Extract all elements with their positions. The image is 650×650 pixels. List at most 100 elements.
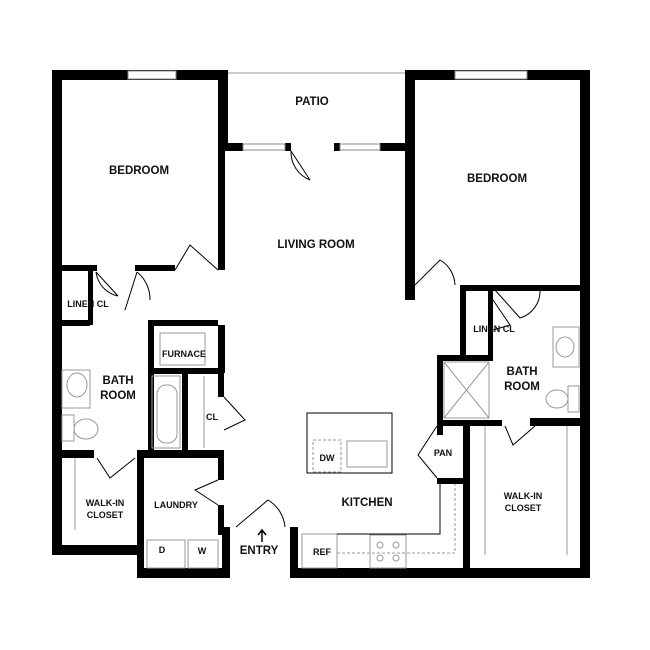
wall-shower-top bbox=[437, 355, 493, 361]
bath-right-door[interactable] bbox=[494, 289, 541, 319]
furnace-unit bbox=[159, 332, 206, 366]
sink-basin-right bbox=[555, 336, 575, 358]
bathtub-basin bbox=[156, 384, 178, 444]
closet-door[interactable] bbox=[223, 396, 246, 431]
window bbox=[127, 70, 177, 80]
wall-tub-right bbox=[182, 372, 188, 452]
entry-door[interactable] bbox=[235, 499, 286, 528]
burner bbox=[376, 554, 384, 562]
label-linen-right: LINEN CL bbox=[473, 324, 515, 334]
label-pantry: PAN bbox=[434, 448, 452, 458]
wall-bedroom-right-left bbox=[405, 70, 415, 300]
wall-bedroom-left-right bbox=[218, 150, 225, 270]
pantry-door[interactable] bbox=[417, 425, 438, 479]
label-walkin-left-2: CLOSET bbox=[87, 510, 124, 520]
label-laundry: LAUNDRY bbox=[154, 500, 198, 510]
label-walkin-right-2: CLOSET bbox=[505, 503, 542, 513]
label-bath-left: BATH bbox=[102, 375, 133, 387]
window bbox=[242, 143, 286, 151]
wall-laundry-right bbox=[218, 450, 224, 480]
wall-laundry-left bbox=[137, 450, 144, 575]
wall-furnace-right bbox=[218, 325, 225, 373]
windows bbox=[127, 70, 528, 151]
linen-right-door[interactable] bbox=[492, 299, 511, 331]
stove bbox=[369, 534, 407, 569]
laundry-door[interactable] bbox=[193, 479, 219, 506]
wall-cl-right bbox=[218, 372, 224, 397]
label-kitchen: KITCHEN bbox=[341, 497, 392, 509]
label-patio: PATIO bbox=[295, 96, 328, 108]
shower-drain-lines bbox=[443, 361, 490, 419]
kitchen-counter bbox=[337, 484, 441, 535]
label-bedroom-right: BEDROOM bbox=[467, 173, 527, 185]
toilet-tank-right bbox=[567, 385, 580, 413]
wall-patio-left bbox=[218, 70, 228, 150]
wall-pantry-right bbox=[463, 420, 470, 578]
linen-left-door[interactable] bbox=[95, 271, 119, 297]
toilet-left bbox=[73, 418, 99, 440]
wall-left-outer bbox=[52, 70, 62, 555]
label-bath-left-2: ROOM bbox=[100, 390, 136, 402]
wall-stub bbox=[334, 143, 340, 151]
sink-basin-left bbox=[66, 372, 88, 398]
burner bbox=[376, 541, 384, 549]
toilet-right bbox=[545, 389, 569, 409]
wall-entry-left bbox=[222, 527, 230, 577]
wall-linen-right bbox=[488, 285, 493, 355]
wall-bath-bottom bbox=[52, 450, 94, 458]
bedroom-right-door[interactable] bbox=[414, 259, 456, 286]
label-furnace: FURNACE bbox=[162, 349, 206, 359]
burner bbox=[392, 554, 400, 562]
label-washer: W bbox=[198, 546, 207, 556]
walkin-left-door[interactable] bbox=[96, 457, 136, 479]
wall-laundry-top bbox=[137, 450, 222, 458]
walkin-right-door[interactable] bbox=[504, 425, 536, 446]
dryer bbox=[146, 539, 186, 569]
label-bedroom-left: BEDROOM bbox=[109, 165, 169, 177]
label-dishwasher: DW bbox=[320, 453, 335, 463]
bedroom-left-door[interactable] bbox=[174, 244, 219, 271]
doors bbox=[95, 150, 541, 528]
wall-bedroom-right-bottom bbox=[460, 285, 580, 291]
label-bath-right-2: ROOM bbox=[504, 381, 540, 393]
label-refrigerator: REF bbox=[313, 547, 332, 557]
label-closet: CL bbox=[206, 412, 218, 422]
washer bbox=[187, 539, 219, 569]
entry-arrow-icon bbox=[257, 528, 267, 542]
upper-cabinets bbox=[337, 484, 456, 554]
wall-stub bbox=[380, 143, 415, 151]
wall-furnace-top bbox=[148, 320, 218, 326]
window bbox=[454, 70, 528, 80]
burner bbox=[392, 541, 400, 549]
kitchen-sink bbox=[346, 440, 388, 468]
window bbox=[339, 143, 381, 151]
refrigerator bbox=[301, 533, 338, 569]
label-dryer: D bbox=[159, 545, 166, 555]
label-linen-left: LINEN CL bbox=[67, 299, 109, 309]
label-bath-right: BATH bbox=[506, 366, 537, 378]
wall-bath-left-right bbox=[148, 320, 154, 450]
patio-door[interactable] bbox=[290, 150, 311, 181]
label-walkin-right: WALK-IN bbox=[504, 491, 543, 501]
wall-linen-right-left bbox=[460, 285, 466, 357]
wall-bottom-laundry bbox=[137, 568, 230, 578]
wall-bedroom-left-bottom bbox=[135, 265, 175, 271]
wall-right-outer bbox=[580, 70, 590, 578]
wall-shower-left bbox=[437, 355, 443, 435]
fixtures bbox=[61, 326, 580, 569]
shower bbox=[443, 361, 490, 419]
wall-furnace-bottom bbox=[148, 368, 220, 374]
room-labels: PATIO BEDROOM BEDROOM LIVING ROOM LINEN … bbox=[67, 96, 542, 557]
wall-stub bbox=[285, 143, 291, 151]
wall-pantry-bottom bbox=[437, 478, 467, 484]
wall-bedroom-left-bottom bbox=[52, 265, 97, 271]
wall-linen-bottom bbox=[62, 320, 90, 326]
label-living-room: LIVING ROOM bbox=[277, 239, 354, 251]
wall-patio-bottom bbox=[218, 143, 243, 151]
label-entry: ENTRY bbox=[240, 545, 279, 557]
wall-walkin-top bbox=[530, 418, 580, 426]
wall-laundry-right bbox=[218, 505, 224, 535]
wall-bottom-right bbox=[290, 568, 590, 578]
bath-left-door[interactable] bbox=[124, 271, 151, 311]
